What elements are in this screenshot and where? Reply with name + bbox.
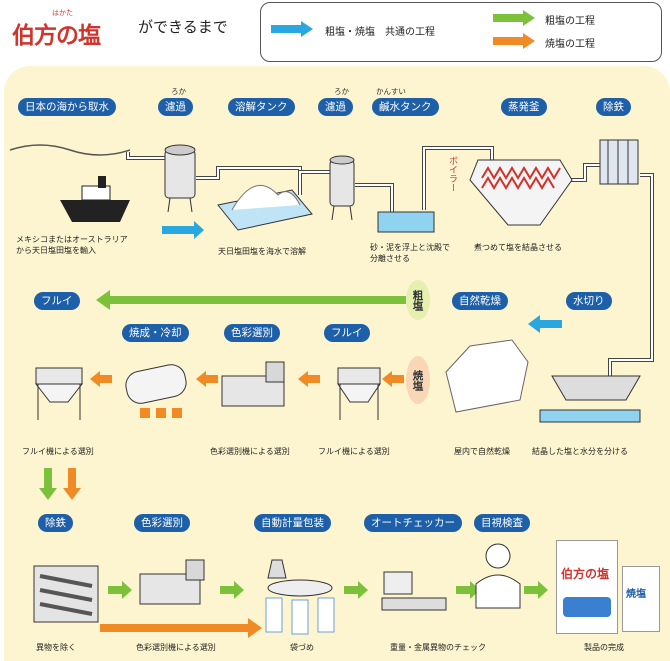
roaster-icon <box>125 364 187 418</box>
tag-color-sort2: 色彩選別 <box>134 514 190 532</box>
caption-color-sort2: 色彩選別機による選別 <box>136 643 216 652</box>
filter-tank-icon <box>329 155 355 221</box>
ruby-brine: かんすい <box>376 87 406 96</box>
tag-drying: 自然乾燥 <box>452 292 508 310</box>
orange-arrow-icon <box>493 33 535 49</box>
filter-tank-icon <box>164 144 196 213</box>
product-bag-small: 焼塩 <box>622 566 660 632</box>
iron-removal-machine-icon <box>33 565 99 623</box>
caption-color-sort: 色彩選別機による選別 <box>210 447 290 456</box>
color-sorter-icon <box>221 361 285 407</box>
inspector-icon <box>475 543 521 609</box>
caption-drying: 屋内で自然乾燥 <box>454 447 510 456</box>
product-bag-large: 伯方の塩 <box>556 540 618 634</box>
tag-roast: 焼成・冷却 <box>122 324 189 342</box>
tag-sieve-left: フルイ <box>34 292 80 310</box>
tag-intake: 日本の海から取水 <box>18 98 116 116</box>
tag-visual: 目視検査 <box>474 514 530 532</box>
caption-check: 重量・金属異物のチェック <box>390 643 486 652</box>
tag-evaporator: 蒸発釜 <box>501 98 547 116</box>
tag-checker: オートチェッカー <box>364 514 462 532</box>
ship-icon <box>60 176 130 222</box>
tag-filter2: 濾過 <box>318 98 353 116</box>
oval-raw: 粗塩 <box>406 280 430 320</box>
caption-sieve-mid: フルイ機による選別 <box>318 447 390 456</box>
tag-sieve-mid: フルイ <box>324 324 370 342</box>
dissolve-tank-icon <box>217 185 313 231</box>
logo: はかた 伯方の塩 <box>12 9 132 49</box>
logo-text: 伯方の塩 <box>12 22 101 49</box>
tag-iron-removal: 除鉄 <box>38 514 73 532</box>
salt-pile-icon <box>445 339 529 413</box>
legend: 粗塩・焼塩 共通の工程 粗塩の工程 焼塩の工程 <box>260 2 662 62</box>
caption-dewater: 結晶した塩と水分を分ける <box>532 447 628 456</box>
caption-dissolve: 天日塩田塩を海水で溶解 <box>218 247 306 256</box>
caption-boil: 煮つめて塩を結晶させる <box>474 243 562 252</box>
dewater-tray-icon <box>539 375 641 423</box>
caption-bag: 袋づめ <box>290 643 314 652</box>
logo-ruby: はかた <box>52 9 73 17</box>
iron-removal-icon <box>599 139 639 185</box>
auto-checker-icon <box>381 571 447 611</box>
packing-machine-icon <box>265 559 335 635</box>
caption-settle: 砂・泥を浮上と沈殿で 分離させる <box>370 243 450 263</box>
ruby-filter1: ろか <box>171 87 186 96</box>
tag-brine: 鹹水タンク <box>372 98 439 116</box>
legend-roasted: 焼塩の工程 <box>545 39 595 50</box>
green-arrow-icon <box>493 10 535 26</box>
oval-roasted: 焼塩 <box>406 356 430 404</box>
sieve-machine-icon <box>337 367 381 420</box>
evaporator-icon <box>469 159 573 226</box>
tag-dewater: 水切り <box>566 292 612 310</box>
sieve-machine-icon <box>34 367 84 420</box>
caption-done: 製品の完成 <box>584 643 624 652</box>
tag-color-sort: 色彩選別 <box>224 324 280 342</box>
tag-dissolve: 溶解タンク <box>228 98 295 116</box>
wave-graphic <box>563 597 611 617</box>
boiler-label: ボイラー <box>447 156 457 192</box>
product-small-label: 焼塩 <box>626 589 646 600</box>
tag-packing: 自動計量包装 <box>254 514 331 532</box>
brine-tank-icon <box>377 211 435 233</box>
ruby-filter2: ろか <box>334 87 349 96</box>
tag-filter1: 濾過 <box>158 98 193 116</box>
blue-arrow-icon <box>271 21 313 37</box>
page-title: ができるまで <box>138 18 228 36</box>
color-sorter-icon <box>139 559 205 605</box>
caption-import: メキシコまたはオーストラリア から天日塩田塩を輸入 <box>16 235 128 255</box>
product-big-label: 伯方の塩 <box>561 567 610 581</box>
tag-iron: 除鉄 <box>596 98 631 116</box>
caption-foreign: 異物を除く <box>36 643 76 652</box>
legend-raw: 粗塩の工程 <box>545 16 595 27</box>
legend-common: 粗塩・焼塩 共通の工程 <box>325 27 435 38</box>
caption-sieve-left: フルイ機による選別 <box>22 447 94 456</box>
